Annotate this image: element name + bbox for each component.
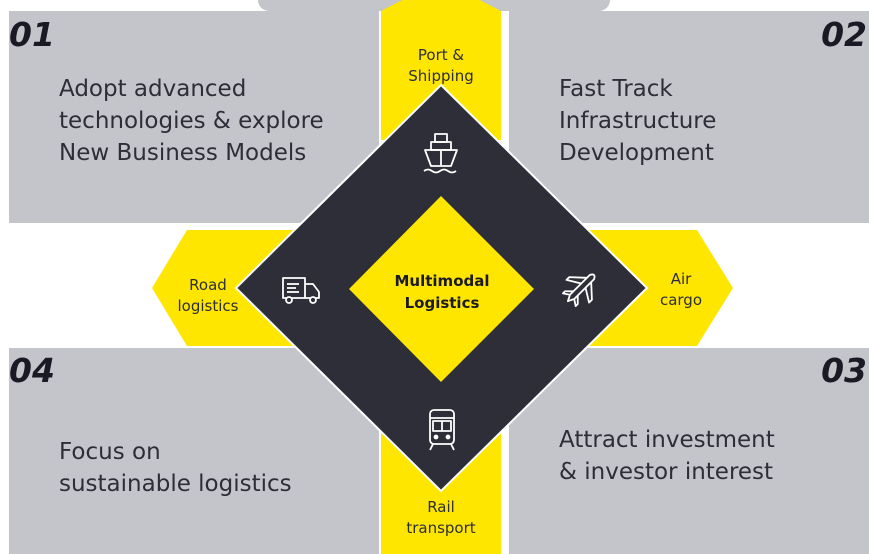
diamond-border — [234, 83, 649, 493]
truck-icon — [282, 277, 320, 304]
port-shipping-label: Port & Shipping — [408, 46, 474, 85]
panel-text: Adopt advanced technologies & explore Ne… — [59, 76, 324, 166]
train-icon — [429, 409, 455, 451]
road-logistics-label: Road logistics — [177, 276, 239, 315]
panel-text: Focus on sustainable logistics — [59, 439, 292, 497]
center-label: Multimodal Logistics — [394, 272, 490, 312]
ship-icon — [423, 133, 458, 174]
inner-diamond — [349, 196, 534, 382]
panel-04: 04 Focus on sustainable logistics — [9, 348, 379, 554]
panel-text: Fast Track Infrastructure Development — [559, 76, 717, 166]
port-arm-body — [381, 0, 501, 140]
air-arm — [582, 230, 733, 346]
panel-number: 03 — [821, 351, 867, 390]
airplane-icon — [562, 273, 596, 307]
panel-number: 01 — [9, 15, 55, 54]
panel-number: 02 — [821, 15, 867, 54]
air-cargo-label: Air cargo — [659, 270, 703, 309]
rail-transport-label: Rail transport — [406, 498, 476, 537]
panel-text: Attract investment & investor interest — [559, 427, 775, 485]
panel-number: 04 — [9, 351, 55, 390]
panel-02: 02 Fast Track Infrastructure Development — [509, 11, 869, 223]
panel-03: 03 Attract investment & investor interes… — [509, 348, 869, 554]
panel-01: 01 Adopt advanced technologies & explore… — [9, 11, 379, 223]
